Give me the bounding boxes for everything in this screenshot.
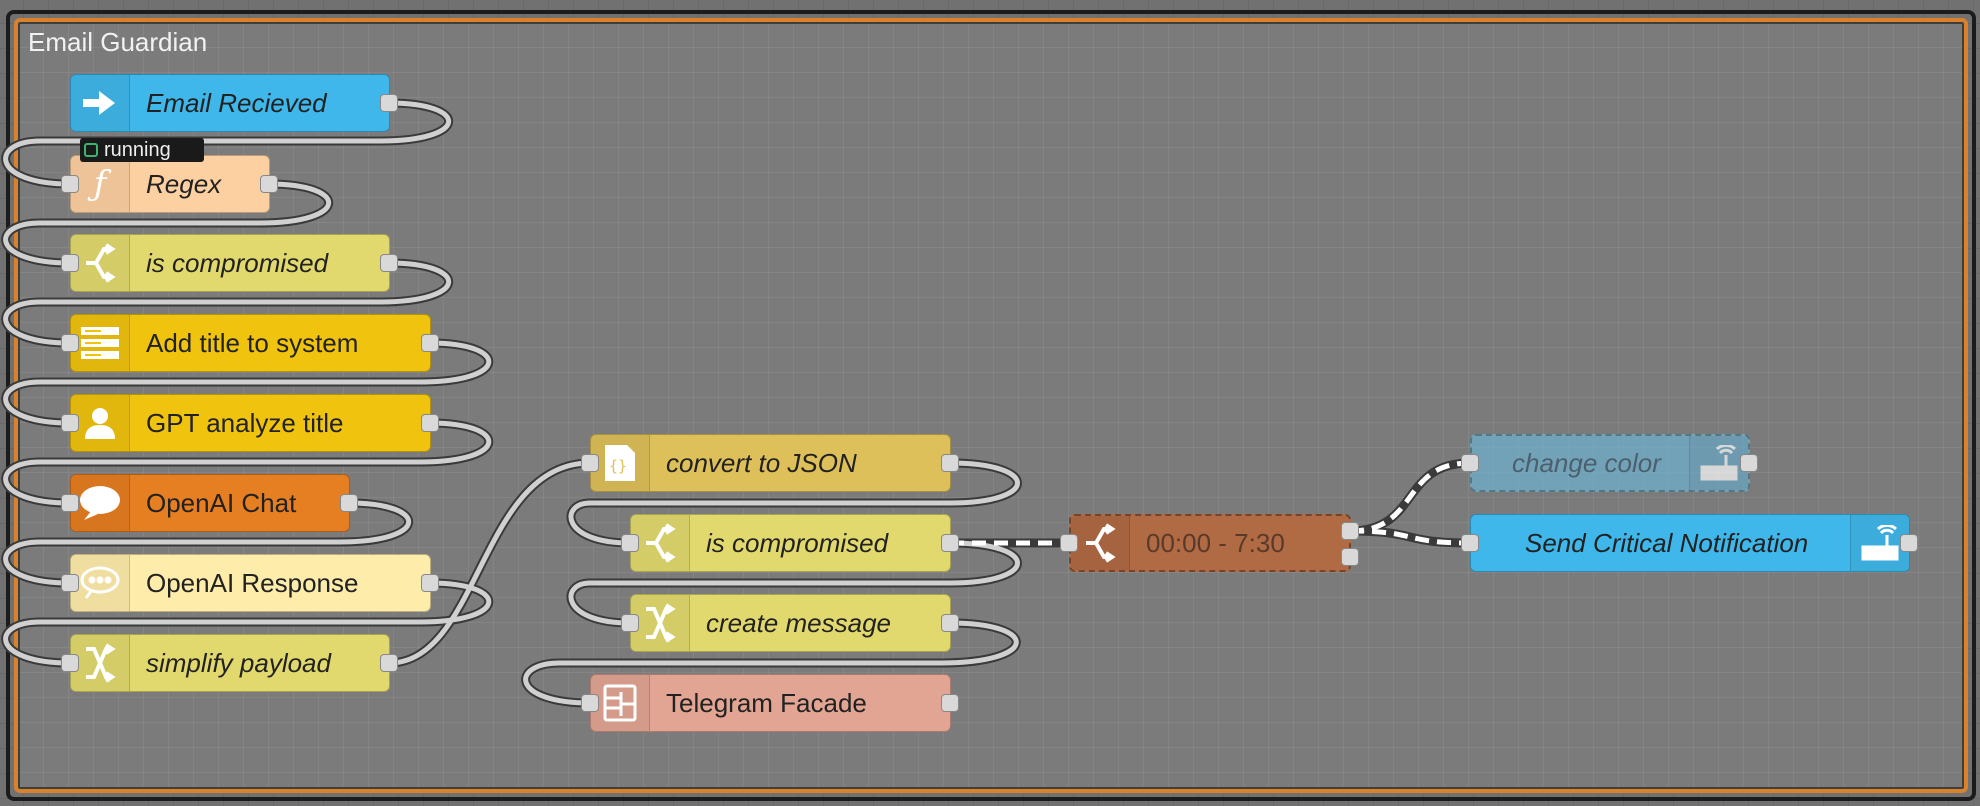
output-port[interactable] (1740, 454, 1758, 472)
status-indicator: running (80, 138, 204, 162)
input-port[interactable] (581, 694, 599, 712)
node-label: Add title to system (146, 327, 359, 358)
input-port[interactable] (1060, 534, 1078, 552)
shuffle-icon (71, 635, 130, 691)
output-port-2[interactable] (1341, 548, 1359, 566)
output-port[interactable] (340, 494, 358, 512)
output-port[interactable] (421, 414, 439, 432)
input-port[interactable] (621, 534, 639, 552)
output-port[interactable] (260, 175, 278, 193)
node-regex[interactable]: ƒ Regex (70, 155, 270, 213)
node-label: change color (1512, 447, 1661, 478)
switch-icon (631, 515, 690, 571)
input-port[interactable] (581, 454, 599, 472)
output-port[interactable] (941, 454, 959, 472)
node-create-message[interactable]: create message (630, 594, 951, 652)
node-simplify-payload[interactable]: simplify payload (70, 634, 390, 692)
input-port[interactable] (61, 254, 79, 272)
output-port[interactable] (941, 614, 959, 632)
input-port[interactable] (61, 175, 79, 193)
shuffle-icon (631, 595, 690, 651)
node-label: GPT analyze title (146, 407, 344, 438)
user-icon (71, 395, 130, 451)
input-port[interactable] (61, 414, 79, 432)
switch-icon (71, 235, 130, 291)
json-icon: {} (591, 435, 650, 491)
status-text: running (104, 138, 171, 161)
output-port[interactable] (1900, 534, 1918, 552)
input-port[interactable] (1461, 534, 1479, 552)
output-port[interactable] (380, 94, 398, 112)
input-port[interactable] (621, 614, 639, 632)
node-email-recieved[interactable]: Email Recieved (70, 74, 390, 132)
input-port[interactable] (61, 574, 79, 592)
node-label: is compromised (146, 247, 329, 278)
input-port[interactable] (61, 334, 79, 352)
node-gpt-analyze[interactable]: GPT analyze title (70, 394, 431, 452)
node-label: Send Critical Notification (1525, 527, 1809, 558)
output-port[interactable] (421, 334, 439, 352)
node-label: create message (706, 607, 891, 638)
node-label: Regex (146, 168, 222, 199)
node-label: 00:00 - 7:30 (1146, 527, 1285, 558)
input-port[interactable] (61, 654, 79, 672)
node-label: Telegram Facade (666, 687, 867, 718)
arrow-right-icon (71, 75, 130, 131)
node-label: is compromised (706, 527, 889, 558)
chat-bubble-icon (71, 475, 130, 531)
output-port-1[interactable] (1341, 522, 1359, 540)
output-port[interactable] (941, 694, 959, 712)
node-openai-response[interactable]: OpenAI Response (70, 554, 431, 612)
svg-text:{}: {} (609, 457, 627, 475)
group-label: Email Guardian (28, 27, 208, 57)
server-icon (71, 315, 130, 371)
function-icon: ƒ (71, 156, 130, 212)
node-is-compromised-2[interactable]: is compromised (630, 514, 951, 572)
status-dot-icon (84, 143, 98, 157)
node-label: OpenAI Chat (146, 487, 297, 518)
subflow-icon (591, 675, 650, 731)
node-label: simplify payload (146, 647, 331, 678)
chat-dots-icon (71, 555, 130, 611)
node-telegram-facade[interactable]: Telegram Facade (590, 674, 951, 732)
input-port[interactable] (61, 494, 79, 512)
output-port[interactable] (941, 534, 959, 552)
node-add-title[interactable]: Add title to system (70, 314, 431, 372)
node-is-compromised[interactable]: is compromised (70, 234, 390, 292)
input-port[interactable] (1461, 454, 1479, 472)
output-port[interactable] (421, 574, 439, 592)
node-change-color[interactable]: change color (1470, 434, 1750, 492)
node-label: convert to JSON (666, 447, 857, 478)
node-time-range[interactable]: 00:00 - 7:30 (1069, 514, 1351, 572)
node-openai-chat[interactable]: OpenAI Chat (70, 474, 350, 532)
node-convert-json[interactable]: {} convert to JSON (590, 434, 951, 492)
output-port[interactable] (380, 654, 398, 672)
output-port[interactable] (380, 254, 398, 272)
switch-icon (1071, 516, 1130, 570)
node-label: OpenAI Response (146, 567, 359, 598)
router-icon (1850, 515, 1909, 571)
node-send-critical[interactable]: Send Critical Notification (1470, 514, 1910, 572)
node-label: Email Recieved (146, 87, 327, 118)
router-icon (1689, 436, 1748, 490)
